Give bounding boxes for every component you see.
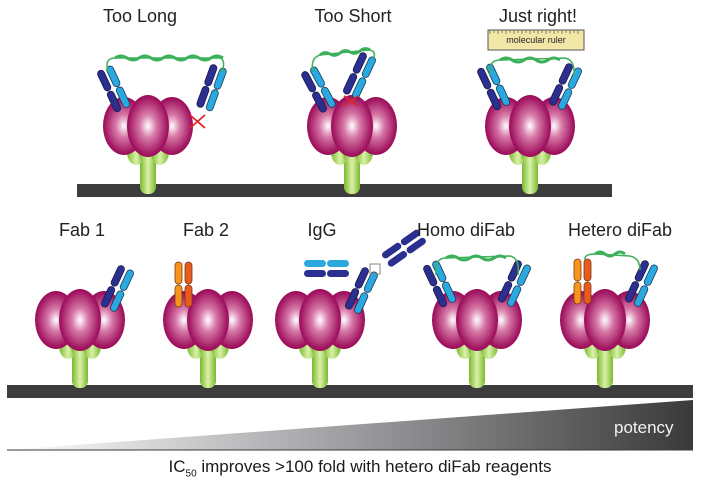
construct-igg xyxy=(275,229,426,388)
construct-homo-difab xyxy=(422,254,533,388)
construct-too-long xyxy=(96,54,228,194)
construct-hetero-difab xyxy=(560,250,660,388)
label-homo-difab: Homo diFab xyxy=(416,220,516,240)
construct-fab2 xyxy=(163,261,253,388)
construct-fab1 xyxy=(35,264,136,388)
surface-bar-top xyxy=(77,184,612,197)
label-igg: IgG xyxy=(307,220,337,240)
label-just-right: Just right! xyxy=(498,6,578,26)
block-mark-icon xyxy=(189,114,206,129)
label-fab1: Fab 1 xyxy=(58,220,106,240)
dna-linker-long xyxy=(106,57,225,73)
construct-too-short xyxy=(300,47,397,194)
label-too-short: Too Short xyxy=(314,6,392,26)
label-fab2: Fab 2 xyxy=(182,220,230,240)
potency-label: potency xyxy=(614,418,674,437)
caption: IC50 improves >100 fold with hetero diFa… xyxy=(0,457,720,479)
caption-text: improves >100 fold with hetero diFab rea… xyxy=(196,457,552,476)
surface-bar-bottom xyxy=(7,385,693,398)
construct-just-right xyxy=(476,29,585,194)
label-too-long: Too Long xyxy=(102,6,178,26)
molecular-ruler xyxy=(487,29,585,51)
molecular-ruler-label: molecular ruler xyxy=(506,35,566,45)
caption-subscript: 50 xyxy=(185,468,197,480)
block-mark-icon xyxy=(343,95,359,107)
potency-wedge xyxy=(7,400,693,450)
caption-prefix: IC xyxy=(168,457,186,476)
label-hetero-difab: Hetero diFab xyxy=(567,220,673,240)
